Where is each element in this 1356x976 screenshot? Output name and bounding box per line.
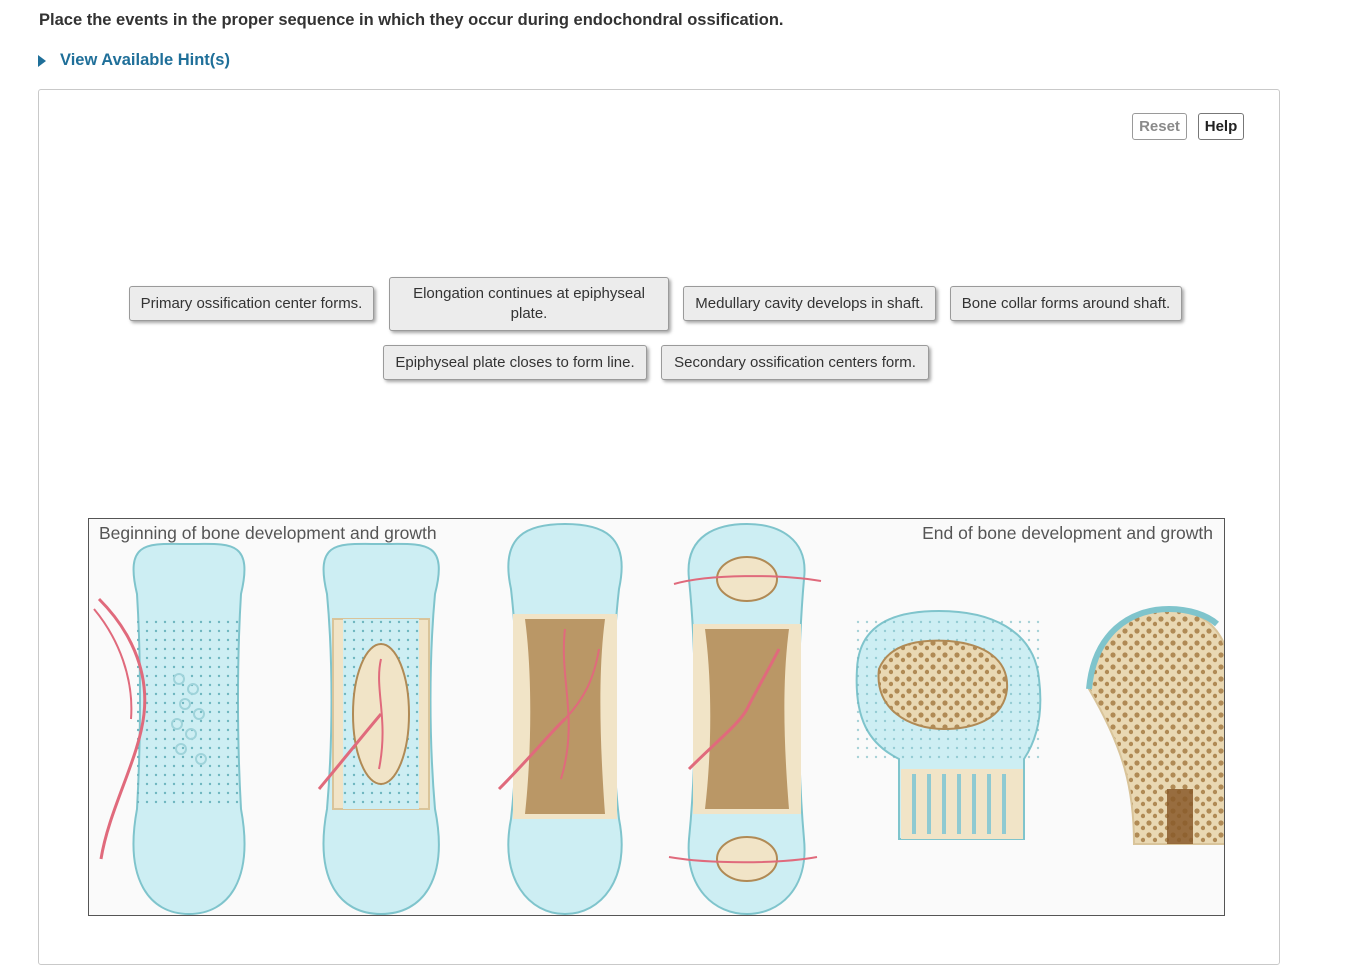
caption-beginning: Beginning of bone development and growth	[99, 523, 437, 543]
reset-button[interactable]: Reset	[1132, 113, 1187, 140]
label-chip-epiphyseal-plate-closes[interactable]: Epiphyseal plate closes to form line.	[383, 345, 647, 380]
stage-3-medullary-cavity	[497, 522, 623, 915]
label-chip-bone-collar[interactable]: Bone collar forms around shaft.	[950, 286, 1182, 321]
stage-6-mature-bone	[1086, 605, 1224, 845]
stage-2-bone-collar	[317, 542, 440, 915]
label-chip-medullary-cavity[interactable]: Medullary cavity develops in shaft.	[683, 286, 936, 321]
question-text: Place the events in the proper sequence …	[39, 11, 784, 29]
view-hints-link[interactable]: View Available Hint(s)	[38, 51, 230, 70]
stage-1-cartilage-model	[93, 542, 246, 915]
view-hints-label: View Available Hint(s)	[60, 51, 230, 69]
disclosure-triangle-icon	[38, 54, 46, 67]
stage-4-secondary-centers	[668, 522, 822, 915]
ossification-diagram: Beginning of bone development and growth…	[88, 518, 1225, 916]
help-button[interactable]: Help	[1198, 113, 1244, 140]
label-chip-elongation[interactable]: Elongation continues at epiphyseal plate…	[389, 277, 669, 331]
caption-end: End of bone development and growth	[922, 523, 1213, 543]
label-chip-secondary-ossification[interactable]: Secondary ossification centers form.	[661, 345, 929, 380]
bone-stages-illustration	[93, 522, 1224, 915]
stage-5-epiphyseal-plate	[855, 609, 1042, 840]
label-chip-primary-ossification[interactable]: Primary ossification center forms.	[129, 286, 374, 321]
